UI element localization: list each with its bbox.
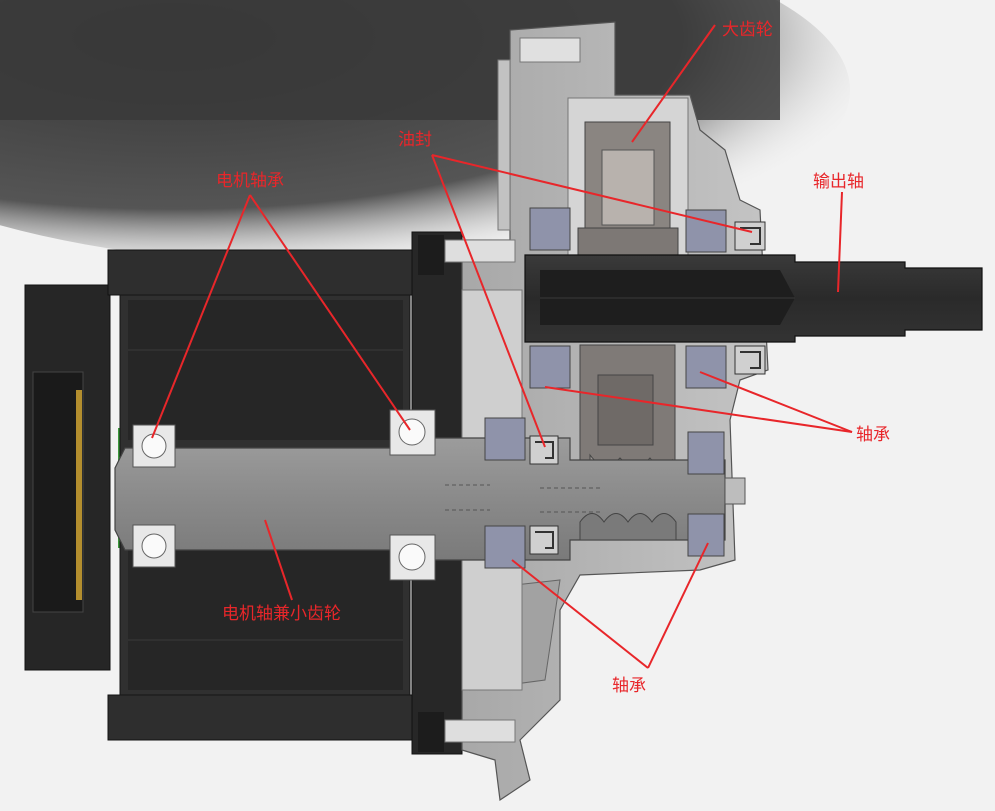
bearings [132, 207, 727, 581]
motor-bearing-right-bottom [389, 534, 436, 581]
oil-seals [529, 221, 766, 555]
pinion-bearing-right-top [687, 431, 725, 475]
output-bearing-left-top [529, 207, 571, 251]
output-bearing-right-bottom [685, 345, 727, 389]
leader-bearing-right-2 [544, 386, 853, 433]
output-bearing-left-bottom [529, 345, 571, 389]
pinion-bearing-right-bottom [687, 513, 725, 557]
label-motor-bearing: 电机轴承 [216, 171, 284, 191]
leader-bearing-bottom-1 [511, 559, 649, 669]
leader-output-shaft [837, 191, 843, 293]
leader-oil-seal-2 [431, 154, 546, 448]
leader-oil-seal-1 [431, 154, 753, 233]
label-motor-shaft-pinion: 电机轴兼小齿轮 [222, 604, 341, 624]
label-bearing-right: 轴承 [856, 425, 890, 445]
pinion-bearing-left-top [484, 417, 526, 461]
output-shaft [524, 254, 983, 343]
motor-bearing-left-top [132, 424, 176, 468]
label-oil-seal: 油封 [398, 130, 432, 150]
leader-motor-bearing-1 [151, 194, 251, 439]
leader-motor-shaft [264, 519, 293, 601]
leader-large-gear [631, 24, 716, 143]
output-bearing-right-top [685, 209, 727, 253]
label-large-gear: 大齿轮 [722, 20, 773, 40]
pinion-bearing-left-bottom [484, 525, 526, 569]
leader-bearing-bottom-2 [647, 542, 709, 669]
leader-lines [151, 24, 853, 669]
label-bearing-bottom: 轴承 [612, 676, 646, 696]
motor-bearing-left-bottom [132, 524, 176, 568]
motor-bearing-right-top [389, 409, 436, 456]
leader-motor-bearing-2 [249, 194, 411, 431]
label-output-shaft: 输出轴 [813, 172, 864, 192]
leader-bearing-right-1 [699, 371, 853, 433]
